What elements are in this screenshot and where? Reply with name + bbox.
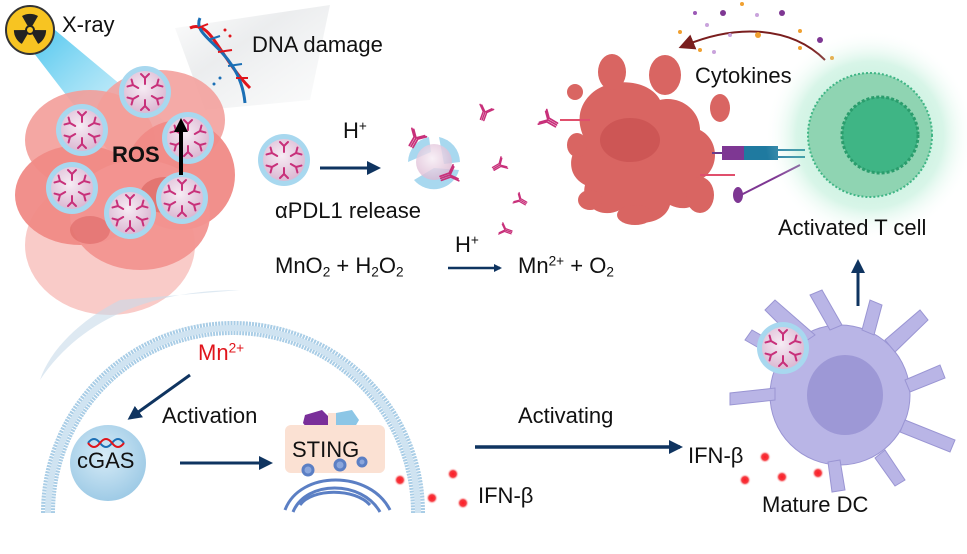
nanoparticle	[104, 187, 156, 239]
mno2-sub: 2	[322, 264, 331, 280]
xray-label: X-ray	[62, 12, 115, 37]
mn-sup: 2+	[548, 253, 565, 269]
h2o2-h: H	[355, 253, 372, 278]
reaction-catalyst-label: H+	[455, 232, 479, 258]
t-cell-nucleus	[840, 95, 920, 175]
h2o2-h-sub: 2	[371, 264, 379, 280]
h2o2-o: O	[378, 253, 396, 278]
nanoparticle-intact	[258, 134, 310, 186]
o2-sub: 2	[606, 264, 614, 280]
cgas-dna-icon	[87, 438, 125, 448]
dna-damage-label: DNA damage	[252, 32, 383, 57]
apdl1-release-label: αPDL1 release	[275, 198, 422, 223]
dying-tumor-cell	[567, 54, 730, 225]
reaction-equation-left: MnO2 + H2O2	[275, 253, 404, 279]
ifn-beta-label-right: IFN-β	[688, 443, 744, 468]
reaction-equation-right: Mn2+ + O2	[518, 253, 614, 279]
mature-dc-label: Mature DC	[762, 492, 869, 517]
cytokines-label: Cytokines	[695, 63, 792, 88]
catalyst-sup: +	[470, 232, 479, 248]
activating-label: Activating	[518, 403, 614, 428]
mn2-label: Mn2+	[198, 340, 244, 366]
h-sup: +	[358, 118, 367, 134]
zoom-wedge-bottom	[40, 290, 240, 380]
nanoparticle	[46, 162, 98, 214]
plus: +	[564, 253, 590, 278]
antibody	[489, 156, 509, 176]
ifn-beta-dots	[394, 451, 824, 509]
antibody	[512, 191, 530, 210]
nanoparticle	[162, 112, 214, 164]
h-base: H	[343, 118, 359, 143]
catalyst-base: H	[455, 232, 471, 257]
nanoparticle	[156, 172, 208, 224]
mn2-sup: 2+	[228, 340, 245, 356]
radiation-hazard-icon	[5, 5, 55, 55]
ros-label: ROS	[112, 142, 160, 167]
h-plus-label-release: H+	[343, 118, 367, 144]
antibody	[498, 222, 515, 239]
activated-t-cell-label: Activated T cell	[778, 215, 927, 240]
activation-label: Activation	[162, 403, 258, 428]
plus: +	[330, 253, 356, 278]
dna-helix-icon	[189, 17, 252, 104]
h2o2-o-sub: 2	[395, 264, 404, 280]
sting-label: STING	[292, 437, 360, 462]
mn-to-cgas-arrow	[127, 373, 191, 420]
er-membrane	[283, 456, 392, 513]
cgas-label: cGAS	[77, 448, 135, 473]
antibody	[474, 103, 495, 124]
pd1-receptor	[722, 146, 744, 160]
antibody	[537, 108, 562, 134]
nanoparticle	[56, 104, 108, 156]
ifn-beta-label-left: IFN-β	[478, 483, 534, 508]
mn-base: Mn	[518, 253, 549, 278]
nanoparticle-on-dc	[757, 322, 809, 374]
mno2-base: MnO	[275, 253, 323, 278]
mn2-base: Mn	[198, 340, 229, 365]
nanoparticle-broken	[408, 137, 460, 190]
nanoparticle	[119, 66, 171, 118]
o2-base: O	[589, 253, 607, 278]
